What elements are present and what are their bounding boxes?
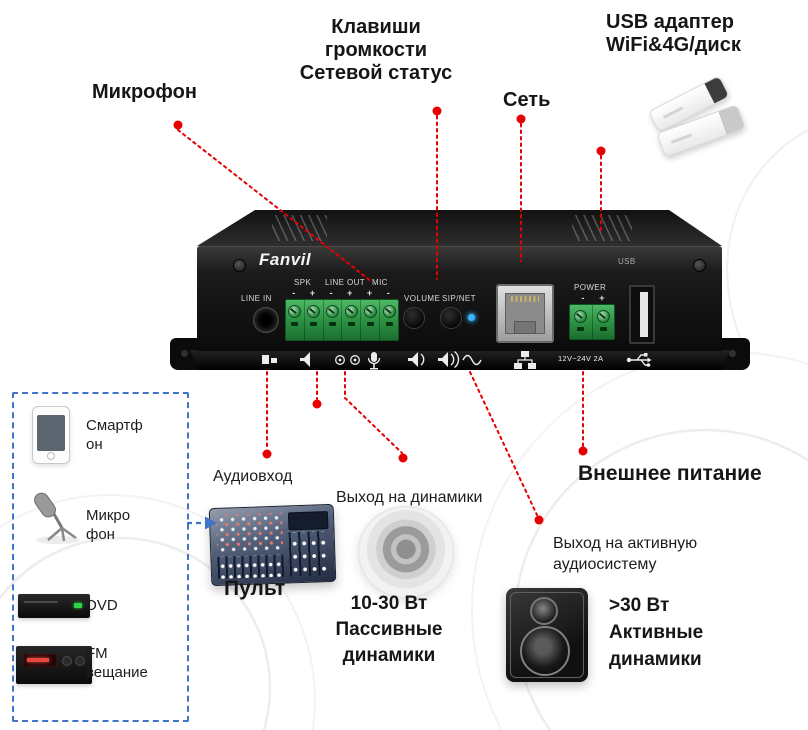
mixer-console-icon	[208, 503, 337, 587]
terminal-pin	[322, 300, 342, 340]
polarity-mark: -	[292, 288, 296, 298]
terminal-pin	[341, 300, 360, 340]
ethernet-port	[496, 284, 554, 343]
connector-dot	[173, 120, 183, 130]
fm-receiver-icon	[16, 646, 92, 684]
mixer-knobs	[215, 512, 284, 553]
mixer-faders	[288, 531, 329, 577]
speaker-tweeter	[530, 597, 558, 625]
connector-dot	[578, 446, 588, 456]
power-polarity-row: - +	[574, 293, 612, 303]
volume-button-label: VOLUME	[404, 294, 441, 303]
fm-knob	[62, 656, 72, 666]
volume-network-label-group: Клавиши громкости Сетевой статус	[281, 16, 471, 85]
volume-knob	[403, 307, 425, 329]
network-icon	[514, 351, 536, 369]
source-label-fm: FM вещание	[86, 645, 148, 681]
terminal-pin	[303, 300, 323, 340]
connector-dot	[312, 399, 322, 409]
speaker-low-icon	[408, 352, 425, 367]
fm-display	[23, 654, 57, 667]
polarity-mark: +	[366, 288, 373, 298]
active-output-label: Выход на активную аудиосистему	[553, 535, 698, 573]
terminal-pin	[286, 300, 304, 340]
usb-adapter-label: USB адаптер WiFi&4G/диск	[606, 11, 741, 56]
status-led	[468, 314, 475, 321]
usb-port	[629, 285, 655, 344]
mixer-fader-strip	[217, 554, 285, 579]
ceiling-speaker-icon	[358, 506, 454, 598]
line-in-port-label: LINE IN	[241, 294, 272, 303]
polarity-mark: +	[309, 288, 316, 298]
polarity-mark: -	[386, 288, 390, 298]
terminal-pin	[379, 300, 398, 340]
terminal-pin	[360, 300, 379, 340]
polarity-mark: +	[347, 288, 353, 298]
usb-symbol-icon	[626, 353, 652, 367]
speaker-woofer	[520, 626, 570, 676]
active-speaker-icon	[506, 588, 588, 682]
line-in-jack	[253, 307, 279, 333]
volume-keys-label: Клавиши громкости	[324, 16, 428, 61]
audio-input-label: Аудиовход	[213, 468, 293, 485]
connector-speaker-b	[344, 371, 403, 454]
rj45-opening	[505, 293, 545, 334]
audio-sources-group: Смартф он Микро фон DVD FM вещание	[12, 392, 189, 722]
external-power-label: Внешнее питание	[578, 462, 762, 485]
dvd-player-icon	[18, 594, 90, 618]
fm-knob	[75, 656, 85, 666]
panel-icon-row	[262, 350, 652, 370]
mixer-screen	[287, 511, 329, 531]
connector-dot	[398, 453, 408, 463]
power-port-label: POWER	[574, 283, 607, 292]
power-terminal-block	[569, 304, 615, 340]
polarity-mark: -	[581, 293, 585, 303]
speaker-high-icon	[438, 350, 460, 369]
connector-dot	[432, 106, 442, 116]
connector-dot	[262, 449, 272, 459]
mixer-label: Пульт	[224, 577, 286, 600]
passive-speakers-label: 10-30 Вт Пассивные динамики	[335, 593, 443, 666]
sip-net-button-label: SIP/NET	[442, 294, 476, 303]
line-in-icon	[262, 355, 277, 364]
connector-dot	[516, 114, 526, 124]
connector-dot	[596, 146, 606, 156]
mic-port-label: MIC	[372, 278, 388, 287]
terminal-icon	[335, 355, 360, 365]
smartphone-icon	[32, 406, 70, 464]
sip-net-button	[440, 307, 462, 329]
mic-icon	[367, 352, 381, 370]
desk-microphone-icon	[34, 492, 80, 544]
screw-icon	[693, 259, 706, 272]
terminal-polarity-row: - + - + + -	[285, 288, 397, 298]
line-out-wave-icon	[462, 354, 482, 366]
polarity-mark: +	[599, 293, 605, 303]
dongle-logo-stripe	[670, 133, 693, 144]
active-speakers-label: >30 Вт Активные динамики	[609, 595, 704, 670]
microphone-label: Микрофон	[92, 81, 197, 103]
terminal-pin	[570, 305, 592, 339]
fanvil-device-image: Fanvil LINE IN SPK LINE OUT MIC - + - + …	[170, 208, 750, 372]
speaker-icon	[300, 352, 310, 367]
dongle-logo-stripe	[662, 106, 684, 119]
connector-dot	[534, 515, 544, 525]
speaker-output-label: Выход на динамики	[336, 489, 483, 506]
source-label-dvd: DVD	[86, 597, 118, 614]
source-label-microphone: Микро фон	[86, 507, 131, 543]
usb-port-label: USB	[618, 257, 636, 266]
network-label: Сеть	[503, 89, 551, 111]
vent-grille-icon	[572, 215, 632, 241]
source-label-smartphone: Смартф он	[86, 417, 143, 453]
terminal-pin	[591, 305, 615, 339]
network-status-label: Сетевой статус	[299, 62, 453, 84]
polarity-mark: -	[329, 288, 333, 298]
speaker-terminal-block	[285, 299, 399, 341]
